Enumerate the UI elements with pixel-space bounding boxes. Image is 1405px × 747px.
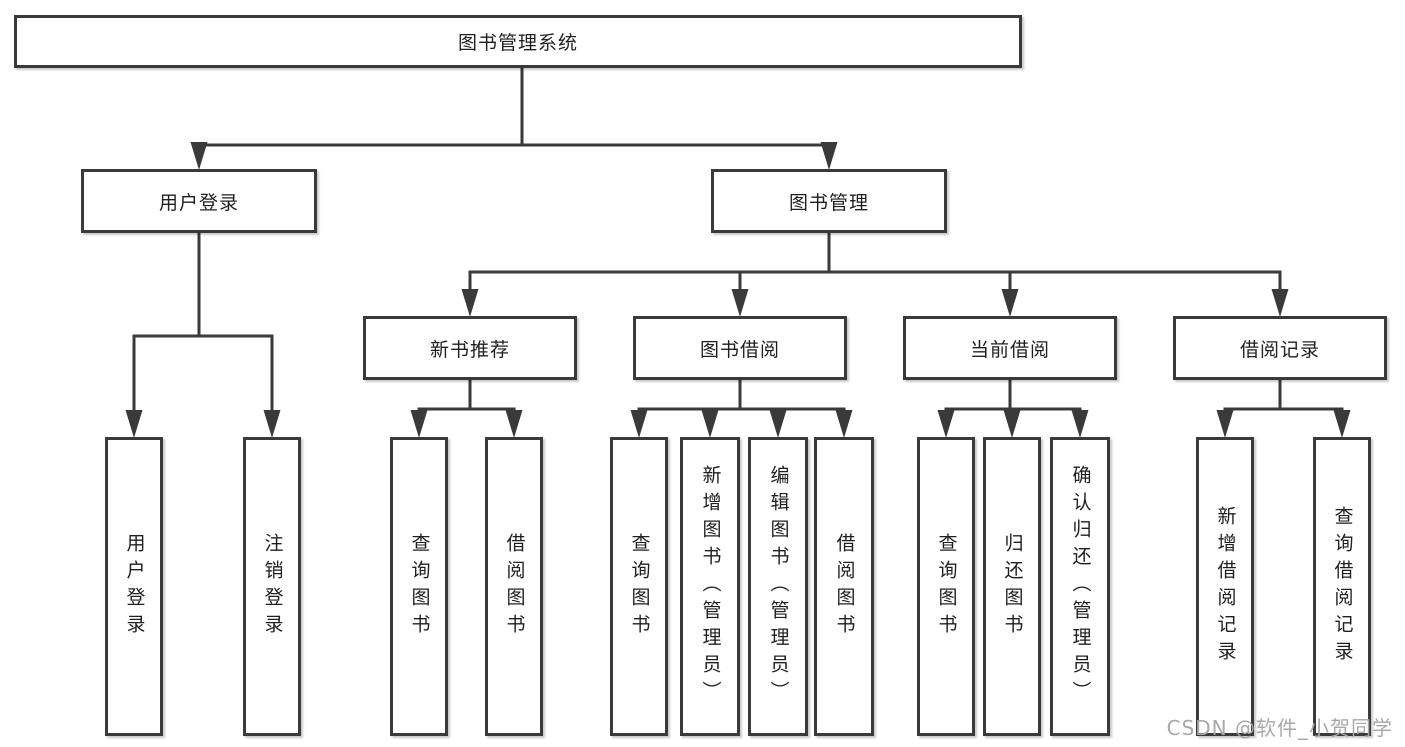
node-label-leaf-return-book: 归还图书 [1001, 532, 1024, 641]
node-book-mgmt: 图书管理 [711, 169, 947, 233]
arrowhead-icon [505, 410, 523, 438]
node-label-leaf-edit-book: 编辑图书（管理员） [767, 465, 790, 708]
node-label-current-borrow: 当前借阅 [969, 338, 1050, 361]
node-label-leaf-borrow-book-2: 借阅图书 [833, 532, 856, 641]
node-label-borrow-records: 借阅记录 [1239, 338, 1320, 361]
node-leaf-query-book-2: 查询图书 [610, 437, 668, 736]
arrowhead-icon [937, 410, 955, 438]
arrowhead-icon [1071, 410, 1089, 438]
node-user-login: 用户登录 [81, 169, 317, 233]
node-leaf-confirm-return: 确认归还（管理员） [1050, 437, 1110, 736]
node-leaf-query-book-3: 查询图书 [917, 437, 975, 736]
arrowhead-icon [461, 289, 479, 317]
node-book-borrow: 图书借阅 [633, 316, 847, 380]
node-label-leaf-borrow-book-1: 借阅图书 [503, 532, 526, 641]
arrowhead-icon [1001, 289, 1019, 317]
node-new-book-rec: 新书推荐 [363, 316, 577, 380]
node-current-borrow: 当前借阅 [903, 316, 1117, 380]
node-label-book-borrow: 图书借阅 [699, 338, 780, 361]
arrowhead-icon [1333, 410, 1351, 438]
node-root: 图书管理系统 [14, 15, 1022, 68]
node-leaf-return-book: 归还图书 [983, 437, 1041, 736]
arrowhead-icon [701, 410, 719, 438]
node-leaf-add-book: 新增图书（管理员） [680, 437, 740, 736]
arrowhead-icon [835, 410, 853, 438]
node-label-user-login: 用户登录 [158, 191, 239, 214]
node-label-root: 图书管理系统 [457, 32, 578, 54]
arrowhead-icon [263, 410, 281, 438]
arrowhead-icon [769, 410, 787, 438]
node-leaf-borrow-book-2: 借阅图书 [814, 437, 874, 736]
arrowhead-icon [820, 142, 838, 170]
arrowhead-icon [190, 142, 208, 170]
arrowhead-icon [125, 410, 143, 438]
arrowhead-icon [1216, 410, 1234, 438]
node-label-leaf-user-login: 用户登录 [123, 532, 146, 641]
node-label-leaf-query-record: 查询借阅记录 [1331, 505, 1354, 668]
node-label-leaf-query-book-1: 查询图书 [408, 532, 431, 641]
node-leaf-edit-book: 编辑图书（管理员） [748, 437, 808, 736]
node-label-leaf-confirm-return: 确认归还（管理员） [1069, 465, 1092, 708]
node-leaf-query-book-1: 查询图书 [390, 437, 448, 736]
arrowhead-icon [1271, 289, 1289, 317]
node-label-book-mgmt: 图书管理 [788, 191, 869, 214]
node-label-leaf-logout: 注销登录 [261, 532, 284, 641]
csdn-watermark: CSDN @软件_小贺同学 [1166, 716, 1393, 740]
node-label-new-book-rec: 新书推荐 [429, 338, 510, 361]
node-leaf-add-record: 新增借阅记录 [1196, 437, 1254, 736]
node-label-leaf-query-book-2: 查询图书 [628, 532, 651, 641]
node-leaf-query-record: 查询借阅记录 [1313, 437, 1371, 736]
node-label-leaf-query-book-3: 查询图书 [935, 532, 958, 641]
node-leaf-borrow-book-1: 借阅图书 [485, 437, 543, 736]
node-leaf-user-login: 用户登录 [105, 437, 163, 736]
node-leaf-logout: 注销登录 [243, 437, 301, 736]
node-borrow-records: 借阅记录 [1173, 316, 1387, 380]
node-label-leaf-add-book: 新增图书（管理员） [699, 465, 722, 708]
arrowhead-icon [1003, 410, 1021, 438]
arrowhead-icon [410, 410, 428, 438]
arrowhead-icon [731, 289, 749, 317]
arrowhead-icon [630, 410, 648, 438]
node-label-leaf-add-record: 新增借阅记录 [1214, 505, 1237, 668]
